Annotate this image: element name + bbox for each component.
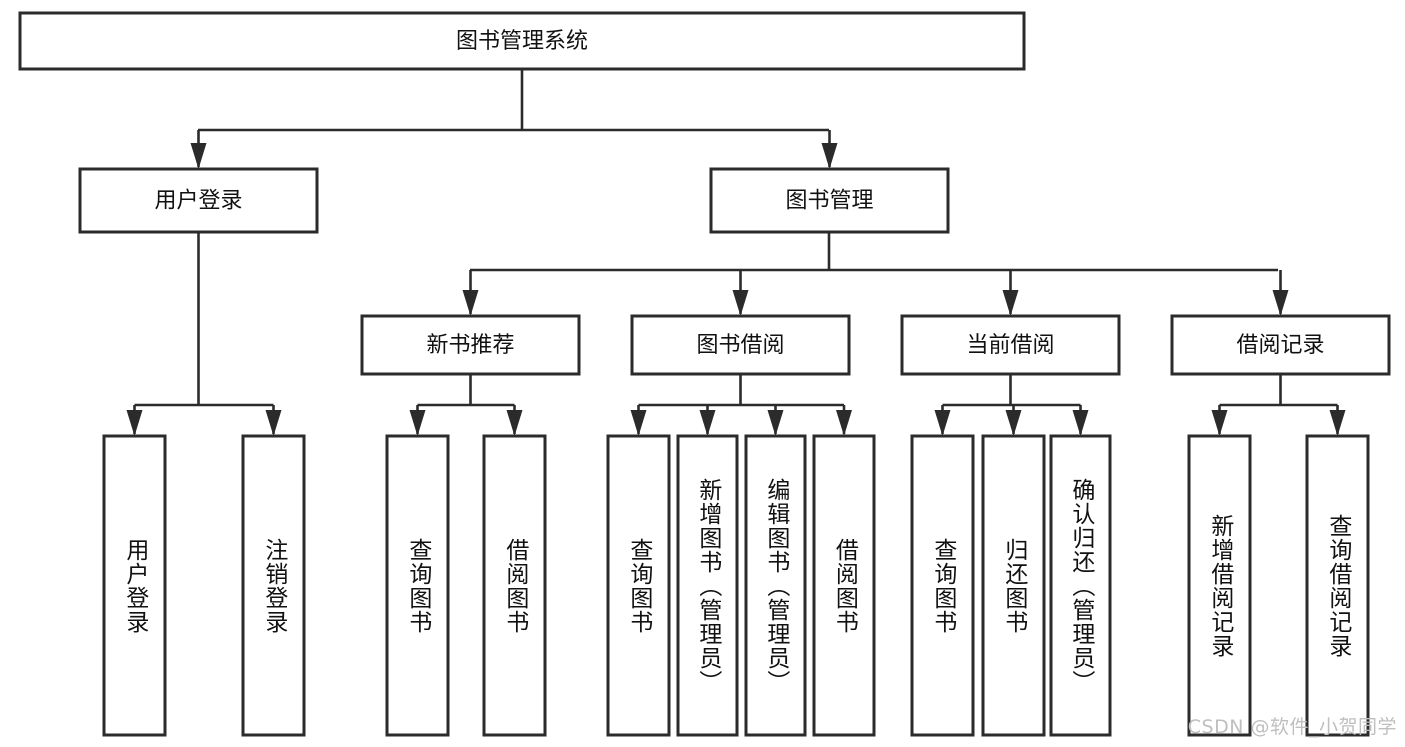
arrow-head-icon [630, 410, 647, 436]
node-l2-label-图书管理: 图书管理 [785, 189, 873, 214]
node-l3-借阅记录[interactable] [1170, 314, 1391, 376]
watermark-label: CSDN @软件_小贺同学 [1187, 716, 1397, 738]
node-leaf-查询图书-4[interactable] [606, 434, 671, 737]
node-leaf-归还图书-9[interactable] [981, 434, 1046, 737]
node-l3-label-借阅记录: 借阅记录 [1236, 333, 1324, 358]
node-leaf-查询图书-2[interactable] [385, 434, 450, 737]
arrow-head-icon [1072, 410, 1089, 436]
arrow-head-icon [821, 143, 838, 169]
node-root-图书管理系统[interactable] [18, 11, 1026, 71]
node-l3-新书推荐[interactable] [360, 314, 581, 376]
connector-layer [126, 69, 1346, 436]
arrow-head-icon [934, 410, 951, 436]
node-l2-label-用户登录: 用户登录 [154, 189, 242, 214]
arrow-head-icon [506, 410, 523, 436]
node-leaf-查询图书-8[interactable] [910, 434, 975, 737]
arrow-head-icon [190, 143, 207, 169]
node-leaf-用户登录-0[interactable] [102, 434, 167, 737]
node-leaf-新增借阅记录-11[interactable] [1187, 434, 1252, 737]
arrow-head-icon [732, 290, 749, 316]
node-l3-label-当前借阅: 当前借阅 [966, 333, 1054, 358]
arrow-head-icon [1272, 290, 1289, 316]
node-l2-用户登录[interactable] [78, 167, 319, 234]
node-l3-当前借阅[interactable] [900, 314, 1121, 376]
arrow-head-icon [1329, 410, 1346, 436]
node-l3-label-图书借阅: 图书借阅 [696, 333, 784, 358]
arrow-head-icon [767, 410, 784, 436]
node-leaf-注销登录-1[interactable] [241, 434, 306, 737]
arrow-head-icon [1002, 290, 1019, 316]
node-leaf-借阅图书-7[interactable] [812, 434, 876, 737]
node-l3-图书借阅[interactable] [630, 314, 851, 376]
node-leaf-新增图书管理员-5[interactable] [676, 434, 739, 737]
arrow-head-icon [699, 410, 716, 436]
node-l2-图书管理[interactable] [709, 167, 950, 234]
arrow-head-icon [409, 410, 426, 436]
node-root-label: 图书管理系统 [456, 29, 588, 54]
node-leaf-借阅图书-3[interactable] [482, 434, 547, 737]
arrow-head-icon [1005, 410, 1022, 436]
arrow-head-icon [126, 410, 143, 436]
node-l3-label-新书推荐: 新书推荐 [426, 333, 514, 358]
node-leaf-查询借阅记录-12[interactable] [1305, 434, 1370, 737]
node-leaf-编辑图书管理员-6[interactable] [744, 434, 807, 737]
arrow-head-icon [836, 410, 852, 436]
arrow-head-icon [462, 290, 479, 316]
arrow-head-icon [265, 410, 282, 436]
arrow-head-icon [1211, 410, 1228, 436]
node-leaf-确认归还管理员-10[interactable] [1049, 434, 1112, 737]
